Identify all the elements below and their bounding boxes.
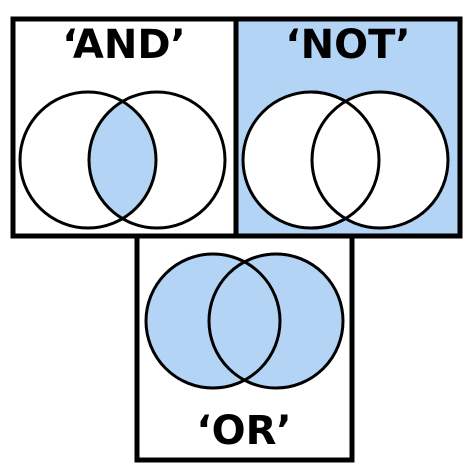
and-intersection-fill	[89, 92, 156, 228]
not-left-circle-overlap-outline	[310, 90, 381, 230]
or-label: ‘OR’	[196, 408, 291, 454]
or-panel: ‘OR’	[134, 233, 355, 463]
or-right-circle	[207, 252, 345, 390]
and-right-circle	[87, 90, 227, 230]
and-left-circle	[18, 90, 158, 230]
or-left-circle	[144, 252, 282, 390]
not-panel: ‘NOT’	[233, 16, 463, 239]
or-right-circle-fill	[209, 254, 343, 388]
not-label: ‘NOT’	[285, 22, 410, 68]
and-label: ‘AND’	[62, 22, 185, 68]
and-panel: ‘AND’	[10, 16, 239, 239]
